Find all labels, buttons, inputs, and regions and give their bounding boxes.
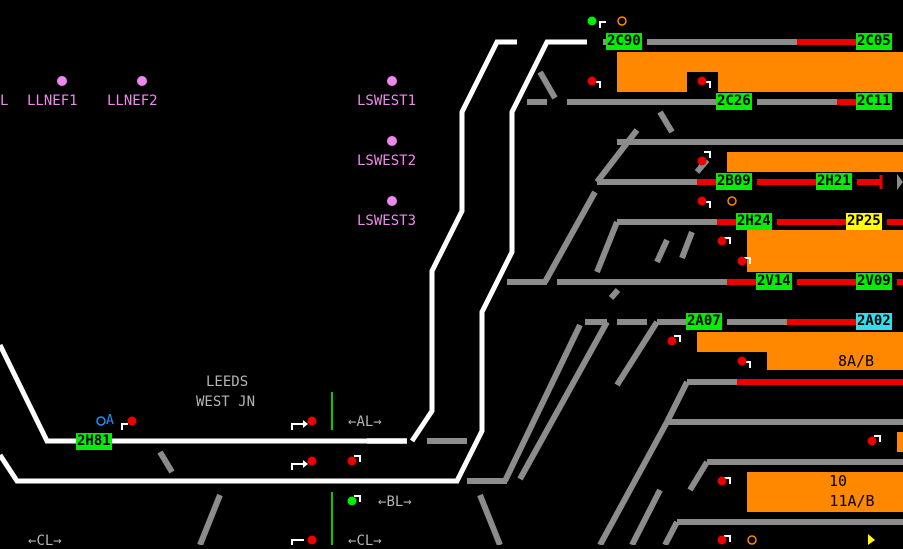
signal-lamp[interactable]	[697, 156, 707, 166]
route-label-cl[interactable]: ←CL→	[28, 533, 62, 549]
signal-lamps-off	[617, 16, 757, 545]
signal-lamp[interactable]	[747, 535, 757, 545]
signal-lamp[interactable]	[587, 76, 597, 86]
signal-lamp[interactable]	[307, 456, 317, 466]
signal-lamps-green	[347, 16, 597, 506]
signal-lamp[interactable]	[307, 535, 317, 545]
signal-lamp[interactable]	[127, 416, 137, 426]
signal-lamp[interactable]	[347, 456, 357, 466]
track-end-arrow-icon	[897, 174, 903, 190]
signal-lamp[interactable]	[867, 436, 877, 446]
direction-arrows	[303, 420, 308, 468]
signal-lamp[interactable]	[617, 16, 627, 26]
platform-label-8ab: 8A/B	[837, 352, 875, 370]
berth-2c26[interactable]: 2C26	[716, 93, 752, 110]
location-label: LSWEST1	[357, 93, 417, 109]
signal-lamp[interactable]	[667, 336, 677, 346]
occupied-track	[697, 39, 903, 385]
berth-2v14[interactable]: 2V14	[756, 273, 792, 290]
signal-lamp[interactable]	[717, 476, 727, 486]
signal-lamp[interactable]	[727, 196, 737, 206]
location-label: LLNEF2	[107, 93, 158, 109]
triangle-marker-icon	[868, 534, 875, 545]
berth-2a07[interactable]: 2A07	[686, 313, 722, 330]
location-label: LSWEST3	[357, 213, 417, 229]
berth-2h21[interactable]: 2H21	[816, 173, 852, 190]
location-label: L	[0, 93, 9, 109]
berth-2c05[interactable]: 2C05	[856, 33, 892, 50]
signal-lamp[interactable]	[737, 356, 747, 366]
tracks	[157, 39, 903, 545]
location-label: LLNEF1	[27, 93, 78, 109]
signal-lamp-blue[interactable]	[96, 416, 106, 426]
signal-lamp[interactable]	[697, 196, 707, 206]
signal-lamps-red	[127, 76, 877, 545]
signal-posts	[121, 21, 881, 545]
route-label-bl[interactable]: ←BL→	[378, 494, 412, 510]
signal-lamp[interactable]	[717, 535, 727, 545]
location-lamps	[57, 76, 397, 206]
berth-2a02[interactable]: 2A02	[856, 313, 892, 330]
junction-name-line1: LEEDS	[206, 374, 249, 390]
platform-8	[697, 332, 903, 370]
signal-lamp[interactable]	[347, 496, 357, 506]
route-label-al[interactable]: ←AL→	[348, 414, 382, 430]
signal-lamp[interactable]	[307, 416, 317, 426]
platforms	[617, 52, 903, 512]
route-label-cl-2[interactable]: ←CL→	[348, 533, 382, 549]
platform-3	[747, 230, 903, 272]
berth-2h24[interactable]: 2H24	[736, 213, 772, 230]
platform-2	[727, 152, 903, 172]
signal-lamp[interactable]	[697, 76, 707, 86]
location-label: LSWEST2	[357, 153, 417, 169]
set-routes	[0, 39, 587, 484]
junction-name-line2: WEST JN	[196, 394, 256, 410]
berth-2h81[interactable]: 2H81	[76, 433, 112, 450]
berth-2v09[interactable]: 2V09	[856, 273, 892, 290]
signal-lamp[interactable]	[587, 16, 597, 26]
platform-edge	[897, 432, 903, 452]
platform-10	[747, 472, 903, 512]
berth-2p25[interactable]: 2P25	[846, 213, 882, 230]
signal-marker-label: A	[106, 413, 114, 428]
platform-label-11ab: 11A/B	[829, 492, 875, 510]
signal-lamp[interactable]	[717, 236, 727, 246]
platform-top	[617, 52, 903, 92]
berth-2c90[interactable]: 2C90	[606, 33, 642, 50]
signal-lamp[interactable]	[737, 256, 747, 266]
berth-2c11[interactable]: 2C11	[856, 93, 892, 110]
berth-2b09[interactable]: 2B09	[716, 173, 752, 190]
platform-label-10: 10	[828, 472, 848, 490]
